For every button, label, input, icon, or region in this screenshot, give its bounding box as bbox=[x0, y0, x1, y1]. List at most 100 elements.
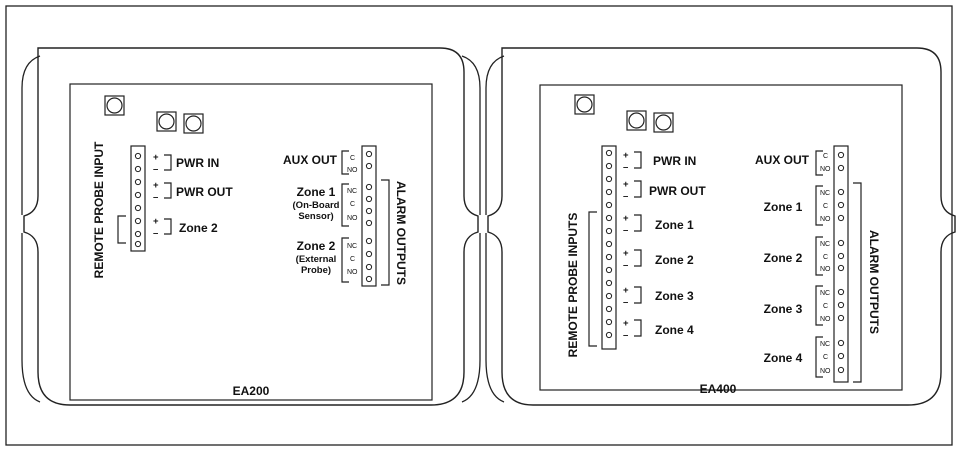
terminal-screw bbox=[837, 239, 845, 247]
relay-contact-label: NO bbox=[820, 216, 831, 223]
minus-sign: – bbox=[153, 228, 158, 239]
ea400-zone1-input-label: Zone 1 bbox=[655, 218, 694, 232]
svg-text:Probe): Probe) bbox=[301, 265, 331, 276]
svg-text:+: + bbox=[623, 150, 629, 161]
terminal-screw bbox=[605, 331, 613, 339]
ea200-alarm-outputs-label: ALARM OUTPUTS bbox=[394, 181, 408, 285]
terminal-screw bbox=[605, 227, 613, 235]
ea200-zone2-input-label: Zone 2 bbox=[179, 221, 218, 235]
terminal-screw bbox=[605, 240, 613, 248]
minus-sign: – bbox=[153, 192, 158, 203]
svg-text:C: C bbox=[350, 155, 355, 162]
relay-contact-label: C bbox=[823, 153, 828, 160]
svg-text:(External: (External bbox=[296, 254, 337, 265]
svg-text:NC: NC bbox=[347, 243, 357, 250]
terminal-screw bbox=[605, 162, 613, 170]
svg-text:C: C bbox=[350, 256, 355, 263]
svg-text:+: + bbox=[623, 179, 629, 190]
svg-text:+: + bbox=[623, 248, 629, 259]
terminal-screw bbox=[605, 305, 613, 313]
terminal-screw bbox=[605, 201, 613, 209]
ea400-panel: + – + – + – + – + – + – PWR IN PWR OUT Z… bbox=[485, 47, 956, 406]
ea400-zone2-output-label: Zone 2 bbox=[764, 251, 803, 265]
ea200-board bbox=[69, 83, 433, 401]
relay-contact-label: NC bbox=[820, 290, 830, 297]
ea200-model-label: EA200 bbox=[233, 384, 270, 398]
svg-text:NO: NO bbox=[347, 167, 358, 174]
ea200-pwr-in-label: PWR IN bbox=[176, 156, 219, 170]
relay-contact-label: C bbox=[823, 354, 828, 361]
terminal-screw bbox=[837, 366, 845, 374]
relay-contact-label: NO bbox=[820, 368, 831, 375]
svg-text:–: – bbox=[623, 260, 628, 271]
terminal-screw bbox=[837, 214, 845, 222]
ea400-remote-probe-inputs-label: REMOTE PROBE INPUTS bbox=[566, 213, 580, 358]
ea400-board bbox=[539, 84, 903, 391]
ea400-model-label: EA400 bbox=[700, 382, 737, 396]
svg-text:–: – bbox=[623, 191, 628, 202]
terminal-screw bbox=[605, 318, 613, 326]
minus-sign: – bbox=[153, 164, 158, 175]
terminal-screw bbox=[605, 253, 613, 261]
relay-contact-label: NO bbox=[820, 166, 831, 173]
svg-text:(On-Board: (On-Board bbox=[293, 200, 340, 211]
ea200-aux-out-label: AUX OUT bbox=[283, 153, 338, 167]
ea200-zone2-output-label: Zone 2 bbox=[297, 239, 336, 253]
ea400-zone2-input-label: Zone 2 bbox=[655, 253, 694, 267]
terminal-screw bbox=[605, 292, 613, 300]
terminal-screw bbox=[837, 314, 845, 322]
relay-contact-label: C bbox=[823, 254, 828, 261]
svg-text:Sensor): Sensor) bbox=[298, 211, 333, 222]
svg-text:–: – bbox=[623, 225, 628, 236]
terminal-screw bbox=[837, 201, 845, 209]
svg-text:+: + bbox=[623, 318, 629, 329]
terminal-screw bbox=[837, 301, 845, 309]
terminal-screw bbox=[837, 339, 845, 347]
outer-frame bbox=[5, 5, 953, 446]
terminal-screw bbox=[605, 149, 613, 157]
plus-sign: + bbox=[153, 216, 159, 227]
ea400-zone1-output-label: Zone 1 bbox=[764, 200, 803, 214]
terminal-screw bbox=[837, 188, 845, 196]
relay-contact-label: NC bbox=[820, 241, 830, 248]
svg-text:–: – bbox=[623, 297, 628, 308]
ea200-remote-probe-input-label: REMOTE PROBE INPUT bbox=[92, 141, 106, 278]
ea200-zone1-output-label: Zone 1 bbox=[297, 185, 336, 199]
ea200-output-terminal-strip bbox=[361, 145, 377, 287]
relay-contact-label: NC bbox=[820, 190, 830, 197]
svg-text:C: C bbox=[350, 201, 355, 208]
svg-text:NC: NC bbox=[347, 188, 357, 195]
relay-contact-label: NO bbox=[820, 266, 831, 273]
ea400-zone3-input-label: Zone 3 bbox=[655, 289, 694, 303]
terminal-screw bbox=[837, 288, 845, 296]
relay-contact-label: NC bbox=[820, 341, 830, 348]
plus-sign: + bbox=[153, 152, 159, 163]
svg-text:NO: NO bbox=[347, 269, 358, 276]
svg-text:+: + bbox=[623, 285, 629, 296]
ea400-pwr-in-label: PWR IN bbox=[653, 154, 696, 168]
svg-text:–: – bbox=[623, 162, 628, 173]
terminal-screw bbox=[605, 175, 613, 183]
ea400-input-terminal-strip bbox=[601, 145, 617, 350]
terminal-screw bbox=[605, 279, 613, 287]
svg-text:–: – bbox=[623, 330, 628, 341]
ea400-zone4-input-label: Zone 4 bbox=[655, 323, 694, 337]
ea400-pwr-out-label: PWR OUT bbox=[649, 184, 706, 198]
terminal-screw bbox=[837, 164, 845, 172]
relay-contact-label: NO bbox=[820, 316, 831, 323]
svg-text:NO: NO bbox=[347, 215, 358, 222]
terminal-screw bbox=[837, 352, 845, 360]
ea200-panel: + – + – + – PWR IN PWR OUT Zone 2 REMOTE… bbox=[21, 47, 481, 406]
terminal-screw bbox=[605, 266, 613, 274]
terminal-screw bbox=[837, 252, 845, 260]
ea400-enclosure-outline bbox=[487, 47, 956, 406]
relay-contact-label: C bbox=[823, 203, 828, 210]
relay-contact-label: C bbox=[823, 303, 828, 310]
svg-text:+: + bbox=[623, 213, 629, 224]
ea200-pwr-out-label: PWR OUT bbox=[176, 185, 233, 199]
terminal-screw bbox=[605, 214, 613, 222]
terminal-screw bbox=[605, 188, 613, 196]
ea400-output-terminal-strip bbox=[833, 145, 849, 383]
